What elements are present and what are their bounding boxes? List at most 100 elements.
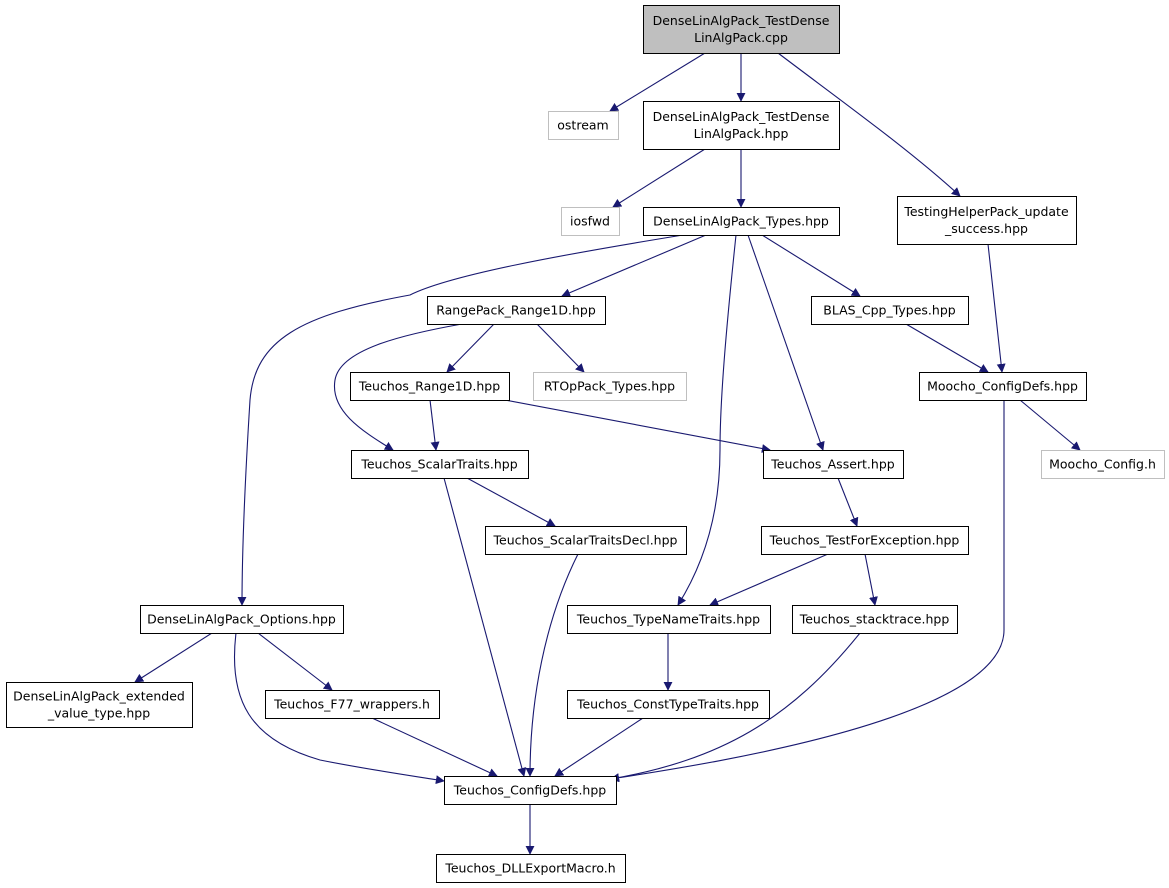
node-extended[interactable]: DenseLinAlgPack_extended _value_type.hpp <box>6 682 193 728</box>
edge-arrow <box>761 234 861 297</box>
node-box <box>811 296 969 325</box>
node-blas[interactable]: BLAS_Cpp_Types.hpp <box>811 296 969 325</box>
node-label: Teuchos_F77_wrappers.h <box>273 697 430 712</box>
node-label: Moocho_ConfigDefs.hpp <box>927 379 1078 394</box>
edge-types-blas <box>761 234 861 297</box>
edge-types-typename <box>677 234 737 606</box>
edge-arrow <box>609 52 706 112</box>
node-moochocfg[interactable]: Moocho_ConfigDefs.hpp <box>919 372 1087 401</box>
edge-arrow <box>747 234 825 451</box>
edge-arrow <box>371 717 498 777</box>
edges-layer <box>134 52 1081 855</box>
node-label: Moocho_Config.h <box>1049 457 1156 472</box>
node-box <box>567 605 771 634</box>
node-box <box>351 450 529 479</box>
edge-range1d-trange1d <box>446 323 495 373</box>
edge-trange1d-assert <box>504 399 771 453</box>
node-label: Teuchos_DLLExportMacro.h <box>444 861 615 876</box>
node-label: iosfwd <box>570 214 610 229</box>
edge-root-ostream <box>609 52 706 112</box>
edge-arrow <box>612 148 706 208</box>
edge-arrow <box>443 477 527 777</box>
edge-types-range1d <box>561 234 707 297</box>
node-box <box>548 111 619 140</box>
node-label: RTOpPack_Types.hpp <box>544 379 675 394</box>
node-label: Teuchos_Assert.hpp <box>770 457 894 472</box>
node-box <box>643 207 840 236</box>
node-label: LinAlgPack.cpp <box>694 30 788 45</box>
edge-arrow <box>905 323 989 373</box>
edge-range1d-rtop <box>536 323 585 373</box>
edge-f77-tconfigdefs <box>371 717 498 777</box>
node-box <box>6 682 193 728</box>
node-label: Teuchos_ConfigDefs.hpp <box>453 783 606 798</box>
node-dllexport[interactable]: Teuchos_DLLExportMacro.h <box>436 854 626 883</box>
node-box <box>643 101 840 150</box>
edge-scalartraits-scalardecl <box>466 477 556 527</box>
edge-arrow <box>837 477 859 527</box>
edge-consttype-tconfigdefs <box>554 717 644 777</box>
node-testforexc[interactable]: Teuchos_TestForException.hpp <box>761 526 969 555</box>
node-iosfwd: iosfwd <box>561 207 620 236</box>
edge-arrow <box>525 553 579 777</box>
edge-range1d-scalartraits <box>333 323 463 451</box>
edge-blas-moochocfg <box>905 323 989 373</box>
node-box <box>485 526 687 555</box>
edge-arrow <box>333 323 463 451</box>
node-testinghelper[interactable]: TestingHelperPack_update_success.hpp <box>897 196 1077 245</box>
node-scalartraits[interactable]: Teuchos_ScalarTraits.hpp <box>351 450 529 479</box>
edge-options-extended <box>134 632 213 683</box>
node-label: Teuchos_stacktrace.hpp <box>799 612 950 627</box>
edge-arrow <box>610 632 861 783</box>
node-label: Teuchos_ConstTypeTraits.hpp <box>576 697 759 712</box>
node-range1d[interactable]: RangePack_Range1D.hpp <box>427 296 606 325</box>
node-label: DenseLinAlgPack_Options.hpp <box>147 612 336 627</box>
node-tconfigdefs[interactable]: Teuchos_ConfigDefs.hpp <box>444 776 617 805</box>
node-options[interactable]: DenseLinAlgPack_Options.hpp <box>140 605 344 634</box>
node-consttype[interactable]: Teuchos_ConstTypeTraits.hpp <box>567 690 770 719</box>
node-scalardecl[interactable]: Teuchos_ScalarTraitsDecl.hpp <box>485 526 687 555</box>
edge-arrow <box>677 234 737 606</box>
edge-arrow <box>466 477 556 527</box>
edge-types-assert <box>747 234 825 451</box>
node-assert[interactable]: Teuchos_Assert.hpp <box>763 450 904 479</box>
node-box <box>140 605 344 634</box>
node-box <box>897 196 1077 245</box>
edge-arrow <box>429 399 440 451</box>
edge-arrow <box>864 553 878 606</box>
edge-arrow <box>257 632 333 691</box>
node-label: Teuchos_Range1D.hpp <box>358 379 500 394</box>
node-box <box>761 526 969 555</box>
node-label: Teuchos_ScalarTraits.hpp <box>360 457 517 472</box>
node-trange1d[interactable]: Teuchos_Range1D.hpp <box>350 372 510 401</box>
edge-testforexc-stacktrace <box>864 553 878 606</box>
node-typename[interactable]: Teuchos_TypeNameTraits.hpp <box>567 605 771 634</box>
edge-testinghelper-moochocfg <box>987 243 1006 373</box>
node-label: Teuchos_ScalarTraitsDecl.hpp <box>493 533 678 548</box>
node-stacktrace[interactable]: Teuchos_stacktrace.hpp <box>792 605 958 634</box>
node-ostream: ostream <box>548 111 619 140</box>
node-label: _value_type.hpp <box>47 706 150 721</box>
node-label: TestingHelperPack_update <box>903 204 1069 219</box>
edge-arrow <box>709 553 829 606</box>
edge-arrow <box>610 400 1005 783</box>
edge-testhpp-iosfwd <box>612 148 706 208</box>
node-box <box>561 207 620 236</box>
node-label: Teuchos_TypeNameTraits.hpp <box>576 612 760 627</box>
node-f77[interactable]: Teuchos_F77_wrappers.h <box>265 690 440 719</box>
node-box <box>792 605 958 634</box>
edge-arrow <box>233 632 445 785</box>
node-types[interactable]: DenseLinAlgPack_Types.hpp <box>643 207 840 236</box>
node-label: DenseLinAlgPack_extended <box>13 689 185 704</box>
node-box <box>919 372 1087 401</box>
node-box <box>444 776 617 805</box>
node-box <box>643 5 840 54</box>
edge-arrow <box>1019 399 1081 451</box>
node-box <box>265 690 440 719</box>
node-rtop: RTOpPack_Types.hpp <box>533 372 687 401</box>
edge-arrow <box>446 323 495 373</box>
edge-arrow <box>504 399 771 453</box>
